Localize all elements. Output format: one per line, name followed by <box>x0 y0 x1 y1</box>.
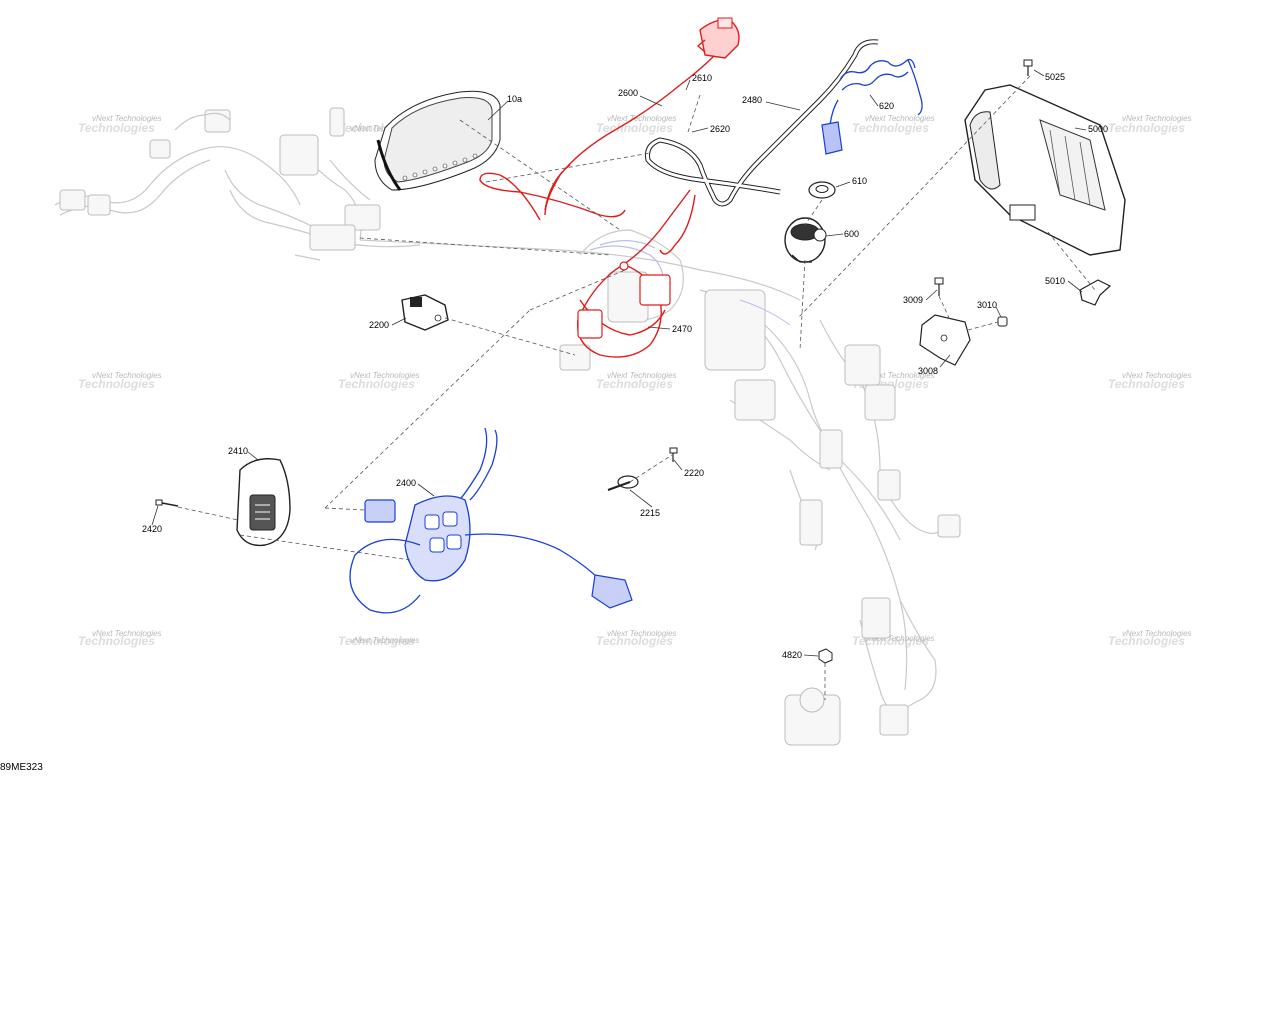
cover-2410-part[interactable] <box>236 458 291 547</box>
callout-620[interactable]: 620 <box>879 101 894 111</box>
coiled-lanyard-part[interactable] <box>821 58 923 155</box>
callout-2470[interactable]: 2470 <box>672 324 692 334</box>
screw-2420-part[interactable] <box>155 499 179 507</box>
svg-text:vNext Technologies: vNext Technologies <box>1122 114 1192 123</box>
callout-10a[interactable]: 10a <box>507 94 522 104</box>
svg-text:Technologies: Technologies <box>1108 121 1185 135</box>
assembly-lines <box>177 75 1096 700</box>
bolt-3009-part[interactable] <box>934 277 944 296</box>
svg-text:Technologies: Technologies <box>852 121 929 135</box>
watermark: Technologies vNext Technologies <box>78 629 162 648</box>
callout-600[interactable]: 600 <box>844 229 859 239</box>
svg-text:Technologies: Technologies <box>78 634 155 648</box>
callout-2400[interactable]: 2400 <box>396 478 416 488</box>
watermark: Technologies vNext Technologies <box>596 371 677 391</box>
callout-2410[interactable]: 2410 <box>228 446 248 456</box>
watermark: Technologies vNext Technologies <box>78 371 162 391</box>
watermark: Technologies vNext Technologies <box>338 371 420 391</box>
svg-text:Technologies: Technologies <box>596 121 673 135</box>
vent-hose-part[interactable] <box>645 39 879 207</box>
screw-2220-part[interactable] <box>669 447 678 462</box>
svg-text:vNext Technologies: vNext Technologies <box>607 371 677 380</box>
svg-text:Technologies: Technologies <box>596 634 673 648</box>
harness-left-ghost <box>54 107 421 261</box>
svg-text:Technologies: Technologies <box>78 377 155 391</box>
bracket-2215-part[interactable] <box>607 475 639 491</box>
nut-3010-part[interactable] <box>997 316 1008 327</box>
red-front-harness-part[interactable] <box>576 189 696 358</box>
svg-text:vNext Technologies: vNext Technologies <box>607 629 677 638</box>
svg-text:vNext Technologies: vNext Technologies <box>350 636 420 645</box>
svg-text:vNext Technologies: vNext Technologies <box>350 371 420 380</box>
watermark: Technologies vNext Technologies <box>596 114 677 135</box>
callout-610[interactable]: 610 <box>852 176 867 186</box>
svg-text:Technologies: Technologies <box>338 634 415 648</box>
svg-text:vNext Technologies: vNext Technologies <box>92 114 162 123</box>
switch-harness-part[interactable] <box>349 427 633 614</box>
grommet-part[interactable] <box>808 181 836 199</box>
watermark: Technologies vNext Technologies <box>1108 114 1192 135</box>
svg-text:vNext Technologies: vNext Technologies <box>865 371 935 380</box>
callout-labels: 10a 2600 2610 2620 2480 620 610 600 5025… <box>142 72 1108 660</box>
callout-5000[interactable]: 5000 <box>1088 124 1108 134</box>
callout-3009[interactable]: 3009 <box>903 295 923 305</box>
callout-2600[interactable]: 2600 <box>618 88 638 98</box>
clip-5010-part[interactable] <box>1079 279 1112 306</box>
callout-2480[interactable]: 2480 <box>742 95 762 105</box>
key-switch-part[interactable] <box>784 217 827 263</box>
svg-text:vNext Technologies: vNext Technologies <box>865 114 935 123</box>
callout-5010[interactable]: 5010 <box>1045 276 1065 286</box>
nut-4820-part[interactable] <box>818 648 833 664</box>
callout-3008[interactable]: 3008 <box>918 366 938 376</box>
callout-2610[interactable]: 2610 <box>692 73 712 83</box>
svg-text:vNext Technologies: vNext Technologies <box>1122 371 1192 380</box>
svg-text:vNext Technologies: vNext Technologies <box>1122 629 1192 638</box>
watermarks: Technologies vNext Technologies Technolo… <box>78 114 1192 648</box>
svg-text:Technologies: Technologies <box>1108 634 1185 648</box>
red-harness-part[interactable] <box>479 17 740 221</box>
leader-lines <box>151 69 1087 657</box>
watermark: Technologies vNext Technologies <box>1108 371 1192 391</box>
callout-4820[interactable]: 4820 <box>782 650 802 660</box>
watermark: Technologies vNext Technologies <box>1108 629 1192 648</box>
callout-2215[interactable]: 2215 <box>640 508 660 518</box>
svg-text:Technologies: Technologies <box>1108 377 1185 391</box>
watermark: Technologies vNext Technologies <box>78 114 162 135</box>
bolt-5025-part[interactable] <box>1023 59 1033 76</box>
callout-5025[interactable]: 5025 <box>1045 72 1065 82</box>
frame-ghost <box>359 229 961 746</box>
callout-3010[interactable]: 3010 <box>977 300 997 310</box>
callout-2220[interactable]: 2220 <box>684 468 704 478</box>
watermark: Technologies vNext Technologies <box>852 114 935 135</box>
svg-text:Technologies: Technologies <box>338 377 415 391</box>
svg-text:vNext Technologies: vNext Technologies <box>607 114 677 123</box>
sensor-2200-part[interactable] <box>401 294 449 331</box>
drawing-code: 89ME323 <box>0 762 43 773</box>
svg-text:vNext Technologies: vNext Technologies <box>92 629 162 638</box>
bracket-3008-part[interactable] <box>919 314 971 366</box>
watermark: Technologies vNext Technologies <box>338 634 420 648</box>
instrument-cluster-part[interactable] <box>374 90 501 191</box>
callout-2620[interactable]: 2620 <box>710 124 730 134</box>
ecu-module-part[interactable] <box>964 84 1126 256</box>
watermark: Technologies vNext Technologies <box>596 629 677 648</box>
callout-2200[interactable]: 2200 <box>369 320 389 330</box>
svg-text:vNext Technologies: vNext Technologies <box>865 634 935 643</box>
svg-text:Technologies: Technologies <box>596 377 673 391</box>
callout-2420[interactable]: 2420 <box>142 524 162 534</box>
svg-text:vNext Technologies: vNext Technologies <box>92 371 162 380</box>
svg-text:Technologies: Technologies <box>78 121 155 135</box>
